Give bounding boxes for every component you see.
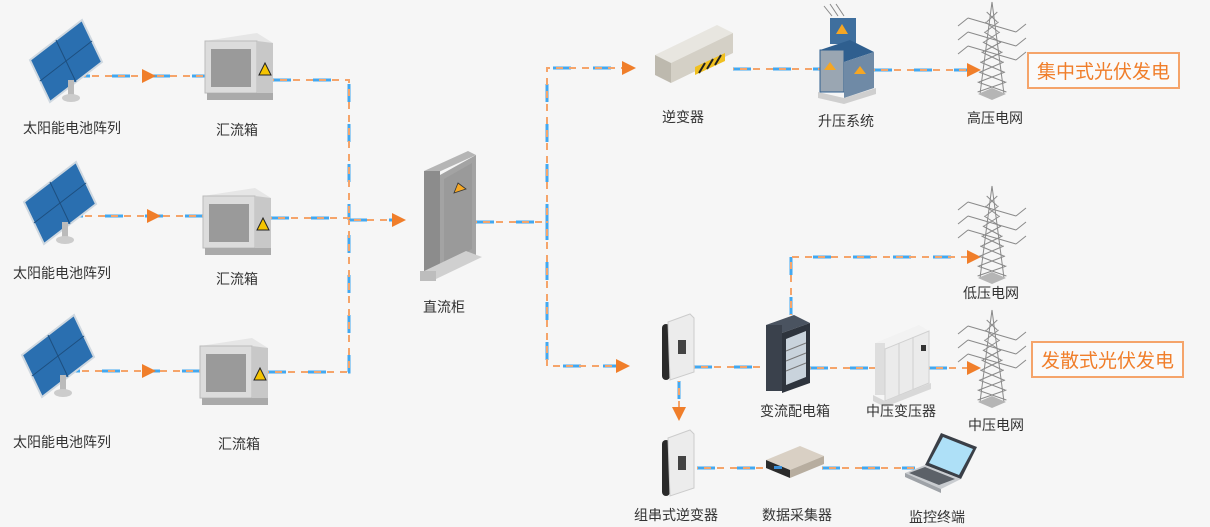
node-label-ac-distribution-box: 变流配电箱	[760, 404, 830, 420]
node-label-hv-grid: 高压电网	[967, 111, 1023, 127]
node-label-inverter: 逆变器	[662, 110, 704, 126]
flow-arrow-icon	[392, 213, 406, 227]
flow-arrow-icon	[672, 407, 686, 421]
flow-arrow-icon	[616, 359, 630, 373]
node-label-solar-array-1: 太阳能电池阵列	[23, 121, 121, 137]
node-label-solar-array-2: 太阳能电池阵列	[13, 266, 111, 282]
node-label-step-up-system: 升压系统	[818, 114, 874, 130]
dc-cabinet-icon	[420, 151, 482, 281]
combiner-box-icon	[202, 188, 271, 255]
combiner-box-icon	[199, 338, 268, 405]
connection-line-blue	[545, 222, 624, 368]
transformer-icon	[873, 325, 931, 407]
node-label-lv-grid: 低压电网	[963, 286, 1019, 302]
node-label-mv-grid: 中压电网	[968, 418, 1024, 434]
solar-panel-icon	[28, 18, 104, 104]
power-tower-icon	[957, 1, 1027, 100]
connection-line-orange	[546, 222, 624, 367]
flow-arrow-icon	[967, 361, 981, 375]
node-label-combiner-box-3: 汇流箱	[218, 437, 260, 453]
node-label-string-inverter: 组串式逆变器	[634, 508, 718, 524]
node-label-solar-array-3: 太阳能电池阵列	[13, 435, 111, 451]
node-label-data-collector: 数据采集器	[762, 508, 832, 524]
tag-centralized-pv: 集中式光伏发电	[1027, 52, 1181, 89]
data-collector-icon	[766, 446, 824, 478]
combiner-box-icon	[204, 33, 273, 100]
connection-line-blue	[545, 66, 630, 222]
flow-arrow-icon	[142, 364, 156, 378]
inverter-icon	[655, 25, 733, 83]
connection-line-orange	[268, 220, 350, 373]
flow-arrow-icon	[142, 69, 156, 83]
node-label-dc-cabinet: 直流柜	[423, 300, 465, 316]
connection-line-blue	[273, 78, 351, 220]
node-label-combiner-box-1: 汇流箱	[216, 123, 258, 139]
connection-line-blue	[789, 255, 975, 315]
flow-arrow-icon	[622, 61, 636, 75]
node-label-combiner-box-2: 汇流箱	[216, 272, 258, 288]
distribution-cabinet-icon	[766, 315, 810, 393]
flow-arrow-icon	[147, 209, 161, 223]
solar-panel-icon	[20, 313, 96, 399]
power-tower-icon	[957, 185, 1027, 284]
string-inverter-icon	[662, 313, 695, 381]
flow-arrow-icon	[967, 250, 981, 264]
connection-lines	[62, 61, 981, 470]
tag-distributed-pv: 发散式光伏发电	[1031, 341, 1185, 378]
power-tower-icon	[957, 309, 1027, 408]
node-label-mv-transformer: 中压变压器	[866, 404, 936, 420]
step-up-transformer-icon	[818, 3, 876, 104]
connection-line-orange	[790, 256, 975, 315]
flow-arrow-icon	[967, 63, 981, 77]
string-inverter-icon	[662, 429, 695, 497]
connection-line-orange	[546, 67, 630, 222]
connection-line-orange	[273, 79, 350, 220]
connection-line-blue	[268, 220, 351, 374]
laptop-icon	[905, 433, 977, 493]
node-label-monitor-terminal: 监控终端	[909, 510, 965, 526]
solar-panel-icon	[22, 160, 98, 246]
connection-line-orange	[271, 217, 400, 221]
